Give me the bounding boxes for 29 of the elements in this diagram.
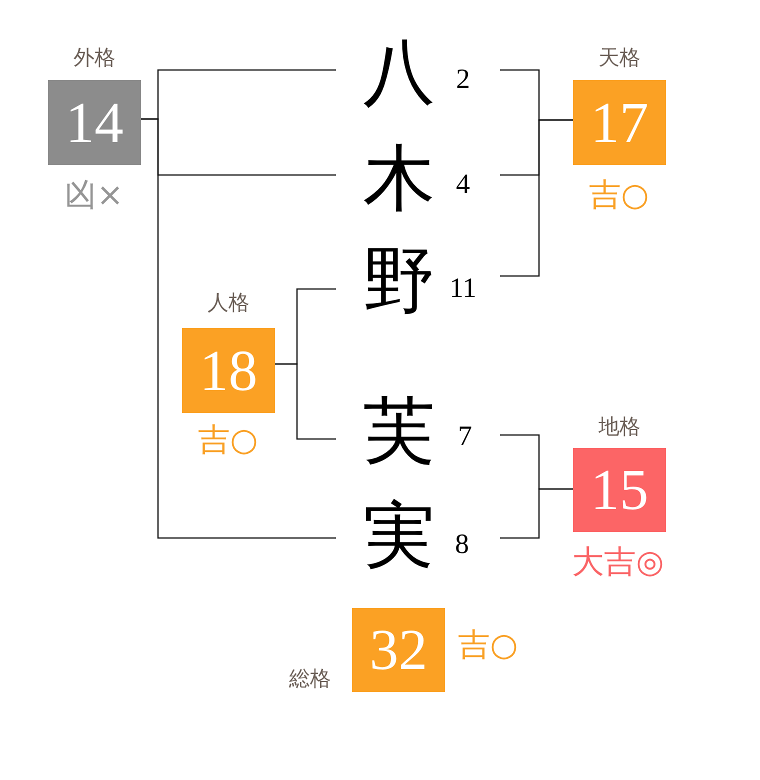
- score-panel: 32: [352, 608, 445, 692]
- fortune-result: 吉○: [198, 422, 258, 458]
- bracket-line: [500, 119, 573, 277]
- score-panel: 17: [573, 80, 666, 165]
- fortune-result: 大吉◎: [572, 544, 664, 580]
- name-kanji: 木: [363, 142, 435, 214]
- stroke-count: 7: [458, 423, 472, 451]
- fortune-heading: 人格: [208, 291, 250, 315]
- bracket-line: [500, 488, 573, 539]
- stroke-count: 8: [455, 531, 469, 559]
- stroke-count: 2: [456, 66, 470, 94]
- stroke-count: 11: [450, 275, 476, 303]
- score-panel: 14: [48, 80, 141, 165]
- fortune-heading: 外格: [74, 46, 116, 70]
- score-panel: 18: [182, 328, 275, 413]
- name-kanji: 実: [363, 499, 435, 571]
- name-kanji: 芙: [363, 394, 435, 466]
- bracket-line: [141, 118, 336, 539]
- stroke-count: 4: [456, 171, 470, 199]
- fortune-result: 吉○: [458, 627, 518, 663]
- fortune-result: 吉○: [589, 177, 649, 213]
- fortune-heading: 総格: [289, 667, 331, 691]
- fortune-heading: 天格: [598, 46, 640, 70]
- bracket-line: [275, 363, 336, 440]
- name-kanji: 野: [363, 244, 435, 316]
- fortune-result: 凶×: [64, 177, 124, 213]
- fortune-heading: 地格: [598, 415, 640, 439]
- name-kanji: 八: [363, 36, 435, 108]
- score-panel: 15: [573, 448, 666, 532]
